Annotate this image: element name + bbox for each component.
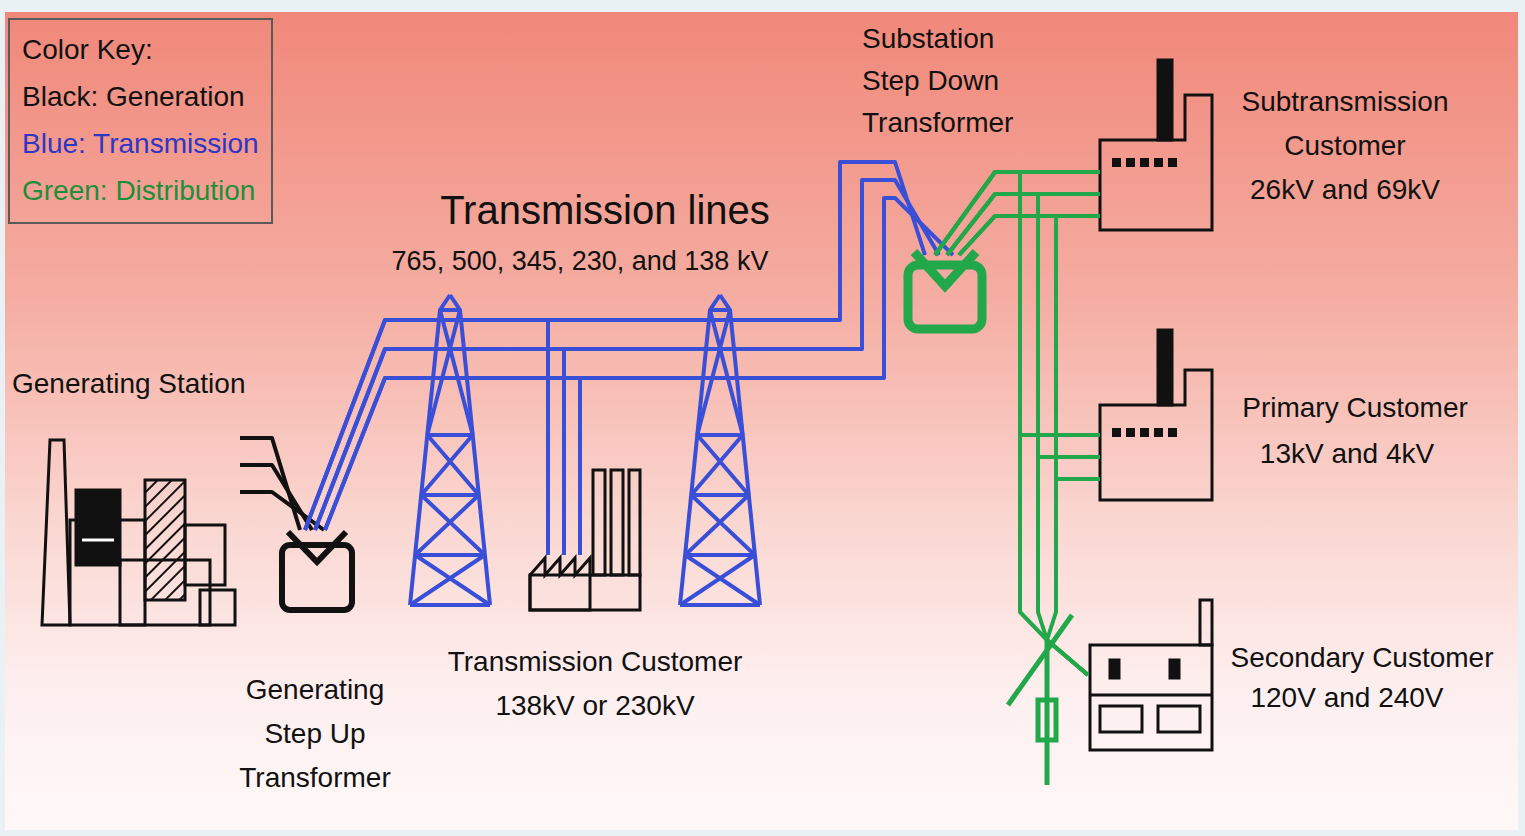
transmission-customer: Transmission Customer138kV or 230kV xyxy=(530,555,640,610)
window-row xyxy=(1112,158,1177,167)
component-label: Subtransmission Customer xyxy=(1220,80,1470,168)
transformer-body xyxy=(282,545,352,610)
window xyxy=(1140,428,1149,437)
wire xyxy=(959,216,1100,479)
transformer-coil xyxy=(288,532,346,562)
legend-text: Blue: Transmission xyxy=(22,128,259,159)
station-building xyxy=(200,590,235,625)
wire xyxy=(240,438,300,530)
window-row xyxy=(1112,428,1177,437)
industrial-building xyxy=(1100,330,1212,500)
crossarm xyxy=(1008,615,1072,705)
voltage-label: 13kV and 4kV xyxy=(1260,432,1434,476)
transformer-coil xyxy=(914,252,976,286)
power-line xyxy=(935,172,1100,255)
transmission-tower xyxy=(680,295,760,605)
component-label: Generating Station xyxy=(12,362,246,406)
step-down-transformer: Substation Step Down Transformer xyxy=(903,255,988,333)
pole-transformer xyxy=(1038,700,1056,740)
legend-box: Color Key: Black: GenerationBlue: Transmi… xyxy=(8,18,273,224)
window xyxy=(1140,158,1149,167)
station-block xyxy=(76,490,120,565)
house-line xyxy=(1090,694,1212,697)
wire xyxy=(315,180,939,530)
component-label: Substation Step Down Transformer xyxy=(862,18,1052,144)
pole xyxy=(1045,640,1050,785)
component-label: Transmission Customer xyxy=(448,640,743,684)
step-up-transformer xyxy=(282,532,352,610)
factory-stack xyxy=(611,470,623,575)
generating-station xyxy=(42,440,235,625)
voltage-label: 138kV or 230kV xyxy=(495,684,694,728)
line-label: Transmission lines xyxy=(440,188,770,233)
window xyxy=(1126,428,1135,437)
wire xyxy=(325,378,580,555)
generating-station: Generating Station xyxy=(40,430,240,625)
smokestack xyxy=(42,440,70,625)
wire xyxy=(947,194,1100,457)
window xyxy=(1112,158,1121,167)
line-label: 765, 500, 345, 230, and 138 kV xyxy=(392,246,769,277)
secondary-customer: Secondary Customer120V and 240V xyxy=(1088,645,1212,750)
house xyxy=(1090,600,1212,750)
wire xyxy=(325,198,953,530)
transformer-body xyxy=(908,265,982,329)
window xyxy=(1154,158,1163,167)
station-stripe xyxy=(82,539,114,542)
window xyxy=(1100,706,1142,732)
window xyxy=(1112,428,1121,437)
legend-text: Green: Distribution xyxy=(22,175,255,206)
wire xyxy=(935,172,1088,675)
wire xyxy=(959,216,1100,255)
lamp xyxy=(1110,660,1119,678)
chimney xyxy=(1158,330,1172,405)
component-label: Primary Customer xyxy=(1242,386,1468,430)
voltage-label: 26kV and 69kV xyxy=(1250,168,1440,212)
window xyxy=(1168,428,1177,437)
legend-title: Color Key: xyxy=(22,26,259,73)
wire xyxy=(935,172,1100,435)
component-label: Generating Step Up Transformer xyxy=(220,668,410,800)
legend-entry: Black: Generation xyxy=(22,73,259,120)
component-label: Secondary Customer xyxy=(1230,636,1493,680)
voltage-label: 120V and 240V xyxy=(1250,676,1443,720)
primary-customer: Primary Customer13kV and 4kV xyxy=(1100,405,1212,500)
legend-entry: Green: Distribution xyxy=(22,167,259,214)
wire xyxy=(240,465,312,530)
chimney xyxy=(1200,600,1212,645)
window xyxy=(1154,428,1163,437)
step-down-transformer xyxy=(908,252,982,329)
legend-entry: Blue: Transmission xyxy=(22,120,259,167)
factory-stack xyxy=(629,470,640,575)
wire xyxy=(959,216,1088,675)
subtransmission-customer: Subtransmission Customer26kV and 69kV xyxy=(1100,140,1212,230)
step-up-transformer: Generating Step Up Transformer xyxy=(278,530,358,612)
legend-text: Black: Generation xyxy=(22,81,245,112)
window xyxy=(1158,706,1200,732)
transmission-tower xyxy=(410,295,490,605)
utility-pole xyxy=(1008,615,1072,785)
power-line xyxy=(935,172,1088,675)
lamp xyxy=(1170,660,1179,678)
wire xyxy=(947,194,1088,675)
factory-base xyxy=(530,575,640,610)
cooling-tower xyxy=(145,480,185,600)
wire xyxy=(305,162,925,530)
window xyxy=(1126,158,1135,167)
chimney xyxy=(1158,60,1172,140)
wire xyxy=(305,320,548,555)
station-building xyxy=(185,525,225,585)
window xyxy=(1168,158,1177,167)
building-outline xyxy=(1100,95,1212,230)
power-line xyxy=(305,162,953,530)
house-outline xyxy=(1090,645,1212,750)
building-outline xyxy=(1100,370,1212,500)
factory-roof xyxy=(530,558,590,610)
factory-stack xyxy=(593,470,605,575)
industrial-building xyxy=(1100,60,1212,230)
power-line xyxy=(305,320,580,555)
wire xyxy=(935,172,1100,255)
